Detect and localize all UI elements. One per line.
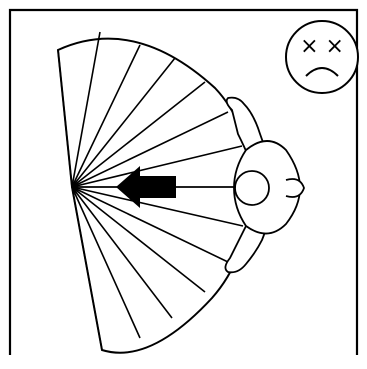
person-shoulder: [286, 179, 304, 197]
person-top-view-icon: [225, 98, 304, 273]
person-head: [235, 171, 269, 205]
sad-face-x-eyes-icon: × ×: [286, 21, 358, 93]
face-eyes: × ×: [300, 34, 344, 59]
